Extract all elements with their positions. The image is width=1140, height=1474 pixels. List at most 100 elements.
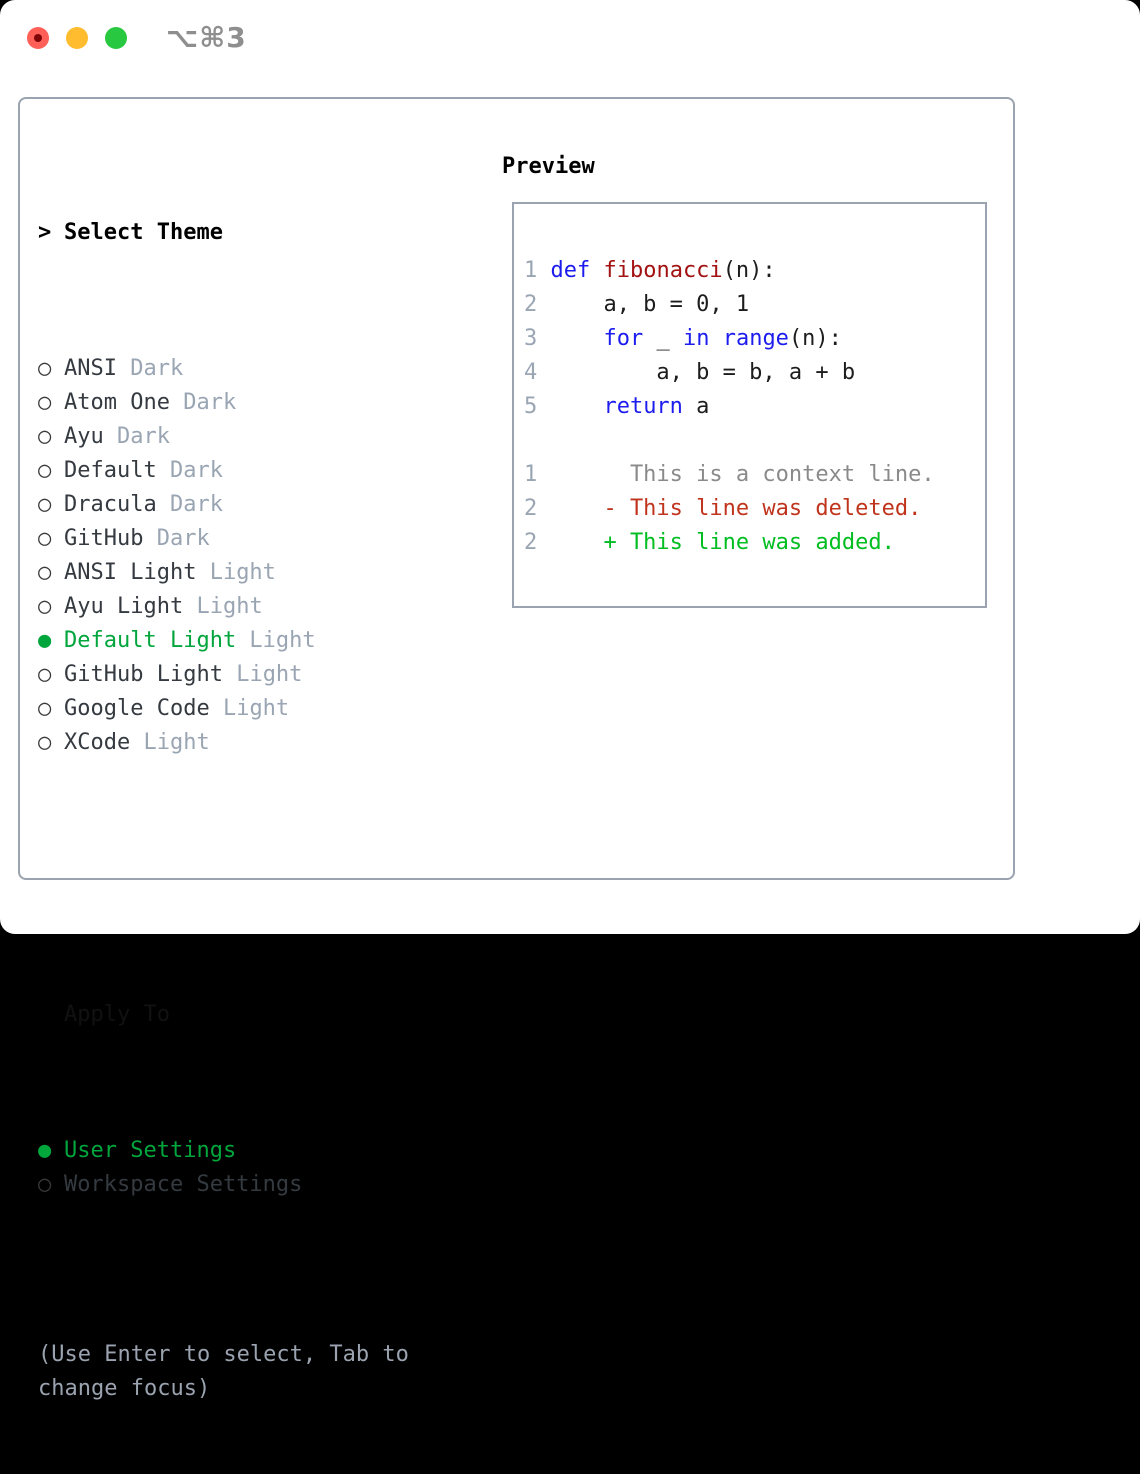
theme-name: Ayu Light <box>64 594 184 619</box>
theme-variant: Light <box>130 730 210 755</box>
spacer <box>38 862 458 896</box>
theme-variant: Dark <box>169 390 237 415</box>
theme-option-github-light[interactable]: ○ GitHub Light Light <box>38 658 458 692</box>
code-segment-plain: a <box>682 394 710 419</box>
radio-unselected-icon: ○ <box>38 662 52 687</box>
code-line: 1 This is a context line. <box>524 458 985 492</box>
theme-option-atom-one[interactable]: ○ Atom One Dark <box>38 386 458 420</box>
code-line: 2 a, b = 0, 1 <box>524 288 985 322</box>
zoom-button[interactable] <box>105 27 127 49</box>
radio-unselected-icon: ○ <box>38 526 52 551</box>
theme-option-ansi[interactable]: ○ ANSI Dark <box>38 352 458 386</box>
line-number: 4 <box>524 360 538 385</box>
code-segment-plain: (n): <box>722 258 776 283</box>
radio-unselected-icon: ○ <box>38 492 52 517</box>
code-segment-kw: return <box>603 394 683 419</box>
line-number: 1 <box>524 258 538 283</box>
radio-unselected-icon: ○ <box>38 696 52 721</box>
theme-name: GitHub Light <box>64 662 223 687</box>
code-line: 2 - This line was deleted. <box>524 492 985 526</box>
theme-name: ANSI Light <box>64 560 197 585</box>
radio-unselected-icon: ○ <box>38 1172 52 1197</box>
radio-unselected-icon: ○ <box>38 390 52 415</box>
selection-cursor-icon: > <box>38 220 52 245</box>
minimize-button[interactable] <box>66 27 88 49</box>
theme-name: Dracula <box>64 492 157 517</box>
line-number: 1 <box>524 462 538 487</box>
code-segment-kw: def <box>550 258 591 283</box>
theme-name: Atom One <box>64 390 170 415</box>
theme-settings-panel: >Select Theme ○ANSI Dark○Atom One Dark○A… <box>18 97 1015 1401</box>
code-segment-plain <box>550 394 603 419</box>
theme-option-ayu[interactable]: ○Ayu Dark <box>38 420 458 454</box>
theme-variant: Dark <box>143 526 210 551</box>
code-segment-del: - This line was deleted. <box>550 496 922 521</box>
traffic-lights <box>27 27 127 49</box>
theme-selector: >Select Theme ○ANSI Dark○Atom One Dark○A… <box>38 148 458 1474</box>
theme-option-default-light[interactable]: ● Default Light Light <box>38 624 458 658</box>
code-segment-kw: in <box>682 326 710 351</box>
line-number: 2 <box>524 496 538 521</box>
theme-name: ANSI <box>64 356 117 381</box>
window-shortcut-label: ⌥⌘3 <box>166 21 247 54</box>
code-segment-plain: a, b = 0, 1 <box>550 292 750 317</box>
code-segment-plain <box>550 326 603 351</box>
theme-variant: Light <box>222 662 303 687</box>
close-button[interactable] <box>27 27 49 49</box>
apply-option-workspace-settings[interactable]: ○ Workspace Settings <box>38 1168 458 1202</box>
code-segment-add: + This line was added. <box>550 530 895 555</box>
keyboard-hint: (Use Enter to select, Tab to change focu… <box>38 1342 409 1401</box>
radio-unselected-icon: ○ <box>38 560 52 585</box>
apply-option-label: User Settings <box>64 1138 237 1163</box>
app-window: ⌥⌘3 > Select Theme ○ ANSI Dark ○ Atom One Da… <box>0 0 1140 1401</box>
code-segment-fn: fibonacci <box>603 258 723 283</box>
theme-option-dracula[interactable]: ○ Dracula Dark <box>38 488 458 522</box>
theme-option-ayu-light[interactable]: ○Ayu Light Light <box>38 590 458 624</box>
radio-selected-icon: ● <box>38 628 52 653</box>
code-line: 5 return a <box>524 390 985 424</box>
code-line: 4 a, b = b, a + b <box>524 356 985 390</box>
code-segment-plain: _ <box>643 326 683 351</box>
theme-option-default[interactable]: ○Default Dark <box>38 454 458 488</box>
theme-option-github[interactable]: ○ GitHub Dark <box>38 522 458 556</box>
theme-option-xcode[interactable]: ○ XCode Light <box>38 726 458 760</box>
theme-option-ansi-light[interactable]: ○ ANSI Light Light <box>38 556 458 590</box>
theme-list: ○ ANSI Dark ○ Atom One Dark ○ Ayu Dark ○ Defaul… <box>38 352 458 760</box>
theme-variant: Light <box>196 560 276 585</box>
apply-option-label: Workspace Settings <box>64 1172 303 1197</box>
line-number: 5 <box>524 394 538 419</box>
theme-selector-header-label: Select Theme <box>64 220 223 245</box>
code-segment-plain: a, b = b, a + b <box>550 360 856 385</box>
theme-variant: Light <box>209 696 290 721</box>
code-segment-kw: for <box>603 326 644 351</box>
code-line <box>524 424 985 458</box>
preview-title: Preview <box>502 154 595 179</box>
code-line: 2 + This line was added. <box>524 526 985 560</box>
theme-variant: Light <box>183 594 263 619</box>
theme-variant: Light <box>236 628 316 653</box>
apply-to-header-label: Apply To <box>64 1002 170 1027</box>
apply-to-list: ● User Settings ○ Workspace Settings <box>38 1134 458 1202</box>
theme-name: XCode <box>64 730 131 755</box>
radio-unselected-icon: ○ <box>38 458 52 483</box>
theme-name: Default Light <box>64 628 237 653</box>
titlebar: ⌥⌘3 <box>0 0 1140 75</box>
code-segment-plain <box>590 258 603 283</box>
theme-variant: Dark <box>156 492 223 517</box>
theme-name: GitHub <box>64 526 144 551</box>
radio-unselected-icon: ○ <box>38 356 52 381</box>
radio-unselected-icon: ○ <box>38 424 52 449</box>
theme-variant: Dark <box>116 356 184 381</box>
apply-to-header: Apply To <box>38 998 458 1032</box>
radio-selected-icon: ● <box>38 1138 52 1163</box>
apply-option-user-settings[interactable]: ● User Settings <box>38 1134 458 1168</box>
line-number: 2 <box>524 530 538 555</box>
theme-name: Default <box>64 458 157 483</box>
theme-option-google-code[interactable]: ○ Google Code Light <box>38 692 458 726</box>
theme-name: Google Code <box>64 696 210 721</box>
theme-name: Ayu <box>64 424 104 449</box>
code-line: 3 for _ in range(n): <box>524 322 985 356</box>
radio-unselected-icon: ○ <box>38 730 52 755</box>
